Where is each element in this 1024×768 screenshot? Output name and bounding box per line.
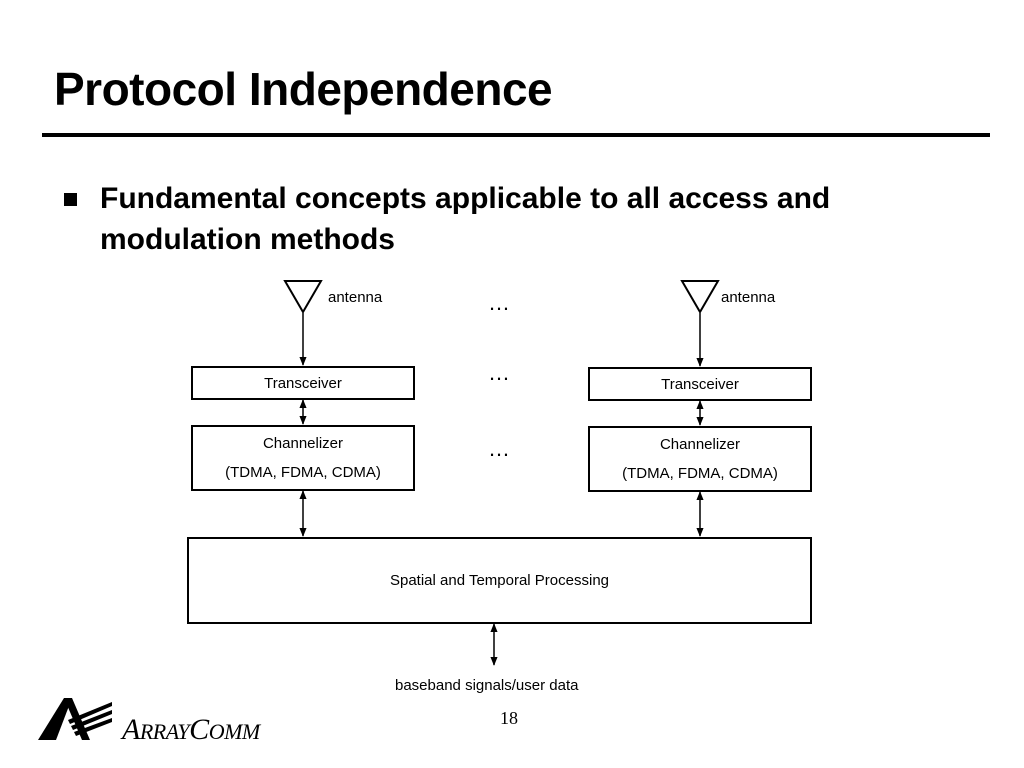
slide-title: Protocol Independence bbox=[54, 63, 553, 115]
left-transceiver-box: Transceiver bbox=[191, 366, 415, 400]
left-channelizer-modes: (TDMA, FDMA, CDMA) bbox=[225, 464, 381, 481]
ellipsis-channelizer: … bbox=[488, 436, 511, 461]
ellipsis-transceiver: … bbox=[488, 360, 511, 385]
arraycomm-logo-text: ARRAYCOMM bbox=[122, 713, 260, 747]
left-channelizer-box: Channelizer (TDMA, FDMA, CDMA) bbox=[191, 425, 415, 491]
left-transceiver-label: Transceiver bbox=[264, 374, 342, 392]
right-transceiver-label: Transceiver bbox=[661, 375, 739, 393]
processing-label: Spatial and Temporal Processing bbox=[389, 572, 610, 589]
bullet-square-icon bbox=[64, 193, 77, 206]
right-channelizer-title: Channelizer bbox=[659, 436, 741, 453]
ellipsis-antenna: … bbox=[488, 290, 511, 315]
logo-rest-1: RRAY bbox=[139, 719, 190, 744]
logo-cap-a: A bbox=[122, 713, 140, 746]
right-channelizer-box: Channelizer (TDMA, FDMA, CDMA) bbox=[588, 426, 812, 492]
output-label: baseband signals/user data bbox=[395, 677, 579, 694]
right-antenna-icon bbox=[680, 280, 720, 314]
arraycomm-logo-icon bbox=[38, 698, 112, 740]
left-antenna-icon bbox=[283, 280, 323, 314]
processing-box: Spatial and Temporal Processing bbox=[187, 537, 812, 624]
left-antenna-label: antenna bbox=[328, 289, 383, 306]
logo-rest-2: OMM bbox=[208, 719, 261, 744]
page-number: 18 bbox=[500, 708, 518, 728]
logo-cap-c: C bbox=[189, 713, 209, 746]
left-channelizer-title: Channelizer bbox=[262, 435, 344, 452]
title-divider bbox=[42, 133, 990, 137]
right-transceiver-box: Transceiver bbox=[588, 367, 812, 401]
right-antenna-label: antenna bbox=[721, 289, 776, 306]
right-channelizer-modes: (TDMA, FDMA, CDMA) bbox=[622, 465, 778, 482]
bullet-text: Fundamental concepts applicable to all a… bbox=[100, 182, 831, 256]
